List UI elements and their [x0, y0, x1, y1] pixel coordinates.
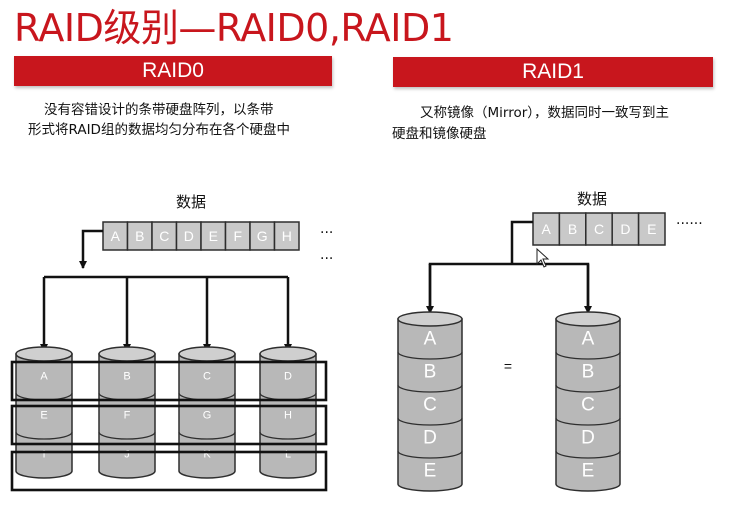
raid0-block-h	[273, 221, 300, 251]
raid0-block-g	[249, 221, 276, 251]
raid0-block-label: E	[209, 228, 218, 244]
raid0-more-indicator: ···	[320, 225, 334, 241]
disk-segment-label: D	[581, 428, 595, 449]
raid1-description-line-1: 又称镜像（Mirror），数据同时一致写到主	[420, 105, 670, 121]
mouse-cursor-icon	[536, 247, 550, 268]
raid1-feed-connector	[510, 220, 533, 256]
disk-segment-label: D	[423, 428, 437, 449]
raid1-block-label: B	[568, 221, 577, 237]
raid0-block-c	[151, 221, 178, 251]
raid1-block-label: D	[620, 221, 630, 237]
raid0-feed-arrow	[79, 229, 103, 269]
disk-segment-label: E	[40, 410, 47, 422]
raid0-block-e	[200, 221, 227, 251]
raid1-more-indicator: ······	[676, 216, 703, 232]
disk-segment-label: K	[203, 449, 211, 461]
raid0-block-a	[102, 221, 129, 251]
raid1-block-b	[558, 212, 587, 246]
raid0-block-label: H	[282, 228, 292, 244]
raid0-disk-4: D H L	[259, 346, 317, 479]
disk-segment-label: G	[203, 410, 212, 422]
raid0-banner: RAID0	[14, 56, 332, 86]
raid0-stripe-3	[10, 450, 328, 492]
disk-segment-label: C	[423, 395, 437, 416]
raid1-mirror-bus	[428, 262, 590, 313]
raid0-more-indicator: ···	[320, 251, 334, 267]
raid0-block-label: C	[159, 228, 169, 244]
disk-segment-label: C	[581, 395, 595, 416]
page-title: RAID级别—RAID0,RAID1	[14, 6, 454, 50]
raid1-block-e	[637, 212, 666, 246]
disk-segment-label: C	[203, 371, 211, 383]
raid1-equals-sign: =	[504, 358, 512, 374]
disk-segment-label: J	[124, 449, 130, 461]
raid0-disk-1: A E I	[15, 346, 73, 479]
disk-segment-label: E	[582, 461, 595, 482]
disk-segment-label: H	[284, 410, 292, 422]
raid0-stripe-1	[10, 360, 328, 402]
raid0-disk-3: C G K	[178, 346, 236, 479]
raid1-block-c	[585, 212, 613, 246]
raid0-block-b	[126, 221, 153, 251]
raid0-block-label: D	[184, 228, 194, 244]
raid0-data-label: 数据	[176, 193, 207, 211]
raid0-block-label: B	[135, 228, 144, 244]
disk-segment-label: B	[582, 362, 595, 383]
raid1-description-line-2: 硬盘和镜像硬盘	[392, 126, 487, 142]
raid1-banner: RAID1	[393, 57, 713, 87]
disk-segment-label: I	[42, 449, 45, 461]
disk-segment-label: A	[40, 371, 48, 383]
raid1-block-d	[611, 212, 640, 246]
raid0-disk-2: B F J	[98, 346, 156, 479]
disk-segment-label: L	[285, 449, 291, 461]
raid0-block-label: A	[111, 228, 121, 244]
raid1-block-label: E	[647, 221, 656, 237]
disk-segment-label: B	[123, 371, 130, 383]
raid1-data-label: 数据	[577, 190, 608, 208]
disk-segment-label: D	[284, 371, 292, 383]
raid1-block-label: C	[594, 221, 604, 237]
raid0-block-d	[175, 221, 202, 251]
raid0-block-f	[224, 221, 251, 251]
disk-segment-label: B	[424, 362, 437, 383]
raid1-block-label: A	[542, 221, 552, 237]
raid0-block-label: G	[257, 228, 268, 244]
raid0-description-line-1: 没有容错设计的条带硬盘阵列，以条带	[44, 102, 274, 118]
disk-segment-label: E	[424, 461, 437, 482]
raid0-description-line-2: 形式将RAID组的数据均匀分布在各个硬盘中	[28, 122, 290, 138]
disk-segment-label: A	[582, 329, 595, 350]
raid0-block-label: F	[233, 228, 242, 244]
disk-segment-label: A	[424, 329, 437, 350]
raid0-stripe-2	[10, 404, 328, 446]
disk-segment-label: F	[124, 410, 131, 422]
